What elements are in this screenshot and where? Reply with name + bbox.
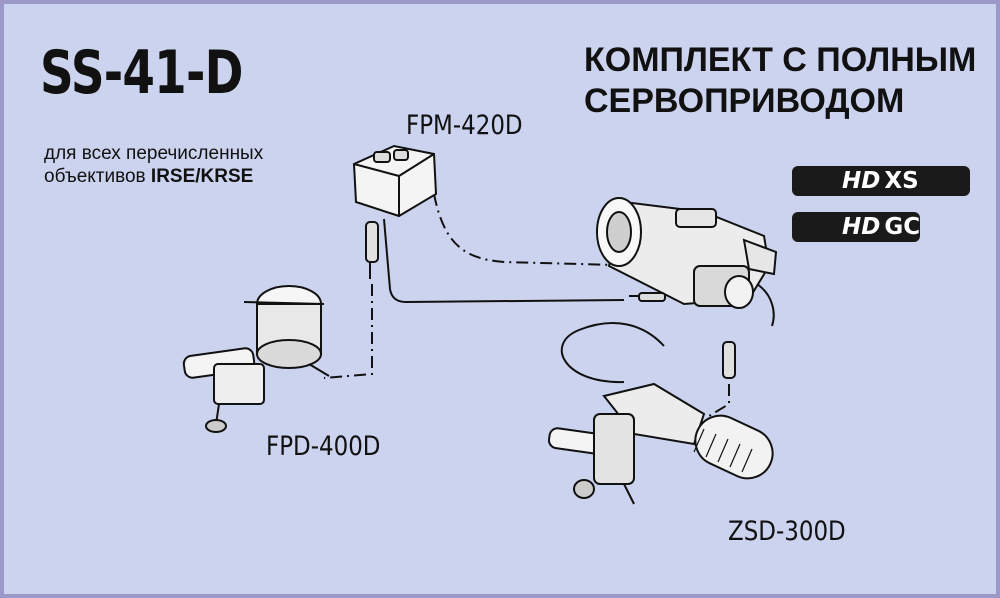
zsd-zoom-demand — [547, 382, 774, 505]
label-zsd-300d: ZSD-300D — [728, 516, 846, 547]
headline-line2: СЕРВОПРИВОДОМ — [584, 82, 905, 120]
cable-fpm-to-camera — [433, 193, 655, 267]
cable-zsd-loop — [560, 322, 665, 384]
label-fpd-400d: FPD-400D — [266, 431, 381, 462]
badge-hdxs-suffix: XS — [884, 168, 919, 194]
label-fpm-420d: FPM-420D — [406, 110, 523, 141]
compatibility-line1: для всех перечисленных — [44, 143, 264, 164]
camera-cable — [753, 281, 775, 327]
cable-fpm-to-fpd — [323, 284, 373, 379]
model-name: SS-41-D — [40, 38, 243, 108]
badge-hdxs-prefix: HD — [842, 168, 881, 194]
lens-series: IRSE/KRSE — [150, 166, 254, 187]
cable-fpm-to-zoom — [383, 218, 625, 304]
badge-hdgc-suffix: GC — [884, 214, 921, 240]
compatibility-line2-prefix: объективов — [44, 166, 151, 187]
cable-camera-to-zsd — [708, 384, 730, 417]
headline-line1: КОМПЛЕКТ С ПОЛНЫМ — [584, 41, 977, 79]
kit-headline: КОМПЛЕКТ С ПОЛНЫМ СЕРВОПРИВОДОМ — [584, 40, 994, 122]
fpd-focus-demand — [182, 285, 330, 433]
equipment-illustration — [182, 144, 778, 505]
camera-with-lens — [596, 197, 778, 379]
fpm-module — [352, 144, 438, 279]
badge-hdgc-prefix: HD — [842, 214, 881, 240]
compatibility-note: для всех перечисленных объективов IRSE/K… — [44, 142, 344, 188]
